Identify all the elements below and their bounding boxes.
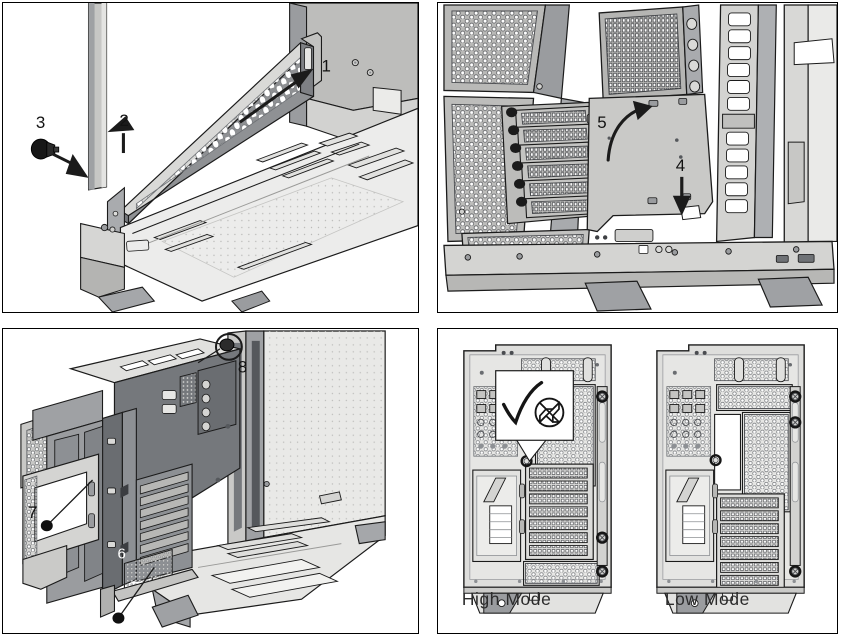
chassis-vertical-rail: [87, 3, 108, 191]
thumbscrew-icon: [30, 138, 60, 160]
io-shield-area: [666, 386, 712, 457]
callout-5: 5: [597, 100, 653, 162]
callout-4: 4: [672, 156, 691, 216]
chassis-base: [463, 586, 612, 614]
callout-4-label: 4: [676, 156, 685, 175]
bottom-left-panel: 8 7 6: [2, 328, 419, 634]
bottom-right-panel: High Mode Low Mode: [437, 328, 838, 634]
panel-1-illustration: 1 2 3: [30, 3, 418, 312]
panel-4-illustration: High Mode Low Mode: [462, 344, 805, 614]
top-vent-row: [714, 357, 789, 383]
pci-slot-bracket-stack: [501, 101, 599, 225]
callout-3-label: 3: [36, 113, 45, 132]
callout-8: 8: [197, 332, 247, 377]
chassis-base-and-feet: [443, 240, 835, 312]
expansion-slot-stack: [716, 493, 785, 590]
low-mode-label: Low Mode: [665, 589, 750, 609]
low-mode-diagram: [656, 344, 805, 614]
pci-slot-stack: [135, 463, 193, 583]
check-icon: [501, 380, 544, 426]
pci-bracket: [514, 177, 595, 201]
callout-2: 2: [107, 111, 135, 154]
chassis-base: [656, 586, 805, 614]
top-fan-filter: [598, 4, 704, 102]
callout-1: 1: [238, 57, 331, 124]
callout-1-label: 1: [321, 57, 330, 76]
right-rail: [789, 386, 801, 566]
psu-bay: [665, 469, 718, 563]
pci-bracket: [516, 195, 596, 219]
panel-2-illustration: 4 5: [438, 3, 837, 312]
outer-chassis-frame: [783, 4, 837, 247]
pci-bracket: [512, 159, 594, 183]
right-rail: [596, 386, 608, 566]
pci-bracket: [508, 123, 592, 147]
front-io-detail: [595, 229, 673, 254]
panel-3-illustration: 8 7 6: [20, 330, 386, 628]
callout-8-label: 8: [238, 358, 247, 377]
callout-7: 7: [28, 479, 94, 532]
screw-direction-tooltip: [495, 370, 574, 463]
callout-6: 6: [112, 547, 155, 624]
callout-3: 3: [30, 113, 89, 178]
high-mode-label: High Mode: [462, 589, 551, 609]
right-vent-rail: [715, 4, 777, 243]
expansion-slot-stack: [524, 463, 594, 561]
high-mode-diagram: [463, 344, 612, 614]
chassis-floor: [151, 480, 386, 616]
psu-bay: [472, 469, 525, 563]
callout-6-label: 6: [117, 547, 125, 563]
motherboard-tray-assembly: [20, 338, 243, 628]
perforated-drive-bracket: [106, 32, 323, 247]
callout-7-label: 7: [28, 503, 37, 522]
callout-5-label: 5: [597, 113, 606, 132]
chassis-floor: [119, 107, 418, 302]
chassis-front-frame: [80, 222, 271, 312]
chassis-right-side-panel: [263, 330, 386, 539]
top-left-panel: 1 2 3: [2, 2, 419, 313]
top-right-panel: 4 5: [437, 2, 838, 313]
callout-2-label: 2: [119, 111, 128, 130]
phillips-screw-icon: [534, 397, 565, 428]
